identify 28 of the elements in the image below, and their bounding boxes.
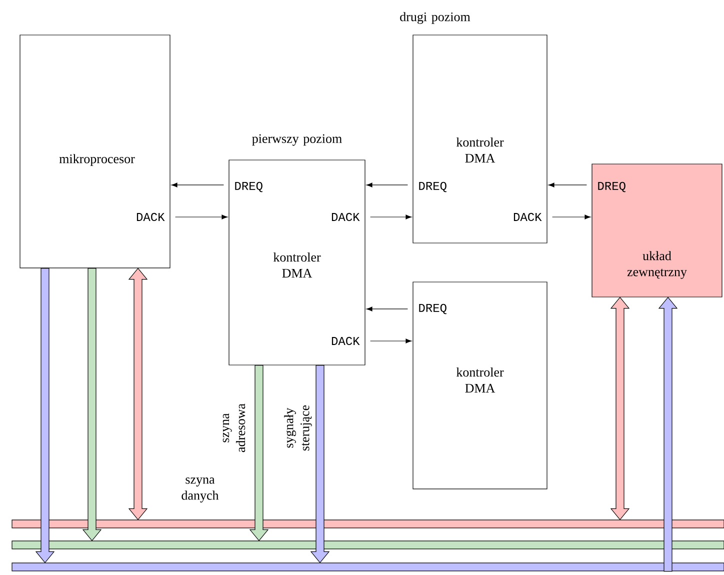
edge-label: sygnały sterujące	[284, 405, 312, 451]
pin-label: DACK	[332, 336, 360, 346]
bus-arrow	[249, 364, 269, 542]
pin-label: DREQ	[419, 182, 446, 192]
arrow	[366, 306, 408, 312]
pin-label: DREQ	[598, 182, 626, 192]
arrow	[366, 182, 408, 188]
bus-arrow	[310, 364, 330, 564]
arrow	[548, 182, 587, 188]
pin-label: DREQ	[235, 182, 262, 192]
bus-bar	[12, 540, 724, 550]
edge-label: szyna adresowa	[222, 404, 246, 452]
bus-label: szyna danych	[182, 478, 219, 502]
arrow	[171, 182, 224, 188]
bus-arrow	[35, 268, 55, 564]
level-label: pierwszy poziom	[252, 134, 342, 146]
pin-label: DREQ	[419, 304, 446, 314]
arrow	[552, 214, 591, 220]
bus-arrow	[82, 268, 102, 542]
arrow	[175, 214, 228, 220]
bus-bar	[12, 562, 724, 572]
arrow	[370, 214, 412, 220]
bus-arrow	[610, 296, 630, 520]
pin-label: DACK	[136, 212, 165, 222]
pin-label: DACK	[514, 212, 542, 222]
level-label: drugi poziom	[400, 12, 470, 24]
pin-label: DACK	[332, 212, 360, 222]
arrow	[370, 338, 412, 344]
